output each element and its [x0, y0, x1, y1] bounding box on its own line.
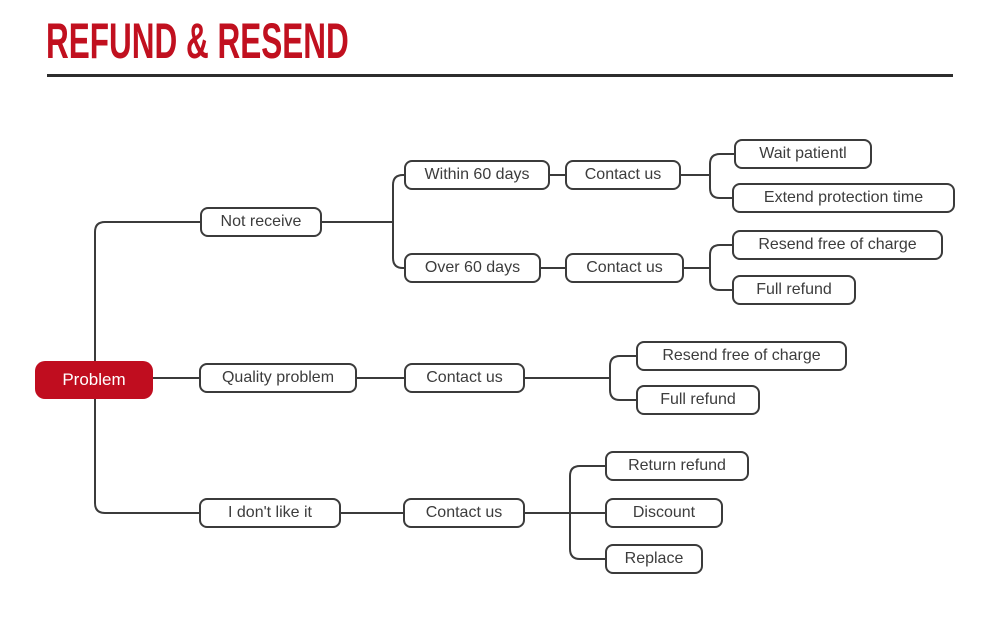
node-full-refund-1: Full refund	[732, 275, 856, 305]
node-full-refund-2: Full refund	[636, 385, 760, 415]
node-contact-us-1: Contact us	[565, 160, 681, 190]
node-resend-free-of-charge-1: Resend free of charge	[732, 230, 943, 260]
node-contact-us-2: Contact us	[565, 253, 684, 283]
node-contact-us-4: Contact us	[403, 498, 525, 528]
node-replace: Replace	[605, 544, 703, 574]
node-discount: Discount	[605, 498, 723, 528]
connector-contact2-resend	[684, 244, 732, 269]
connector-contact1-extend	[709, 175, 732, 199]
page-title-text: REFUND & RESEND	[46, 13, 349, 69]
node-contact-us-3: Contact us	[404, 363, 525, 393]
page-title: REFUND & RESEND	[46, 14, 527, 69]
connector-contact3-fullrefund	[609, 378, 636, 401]
node-wait-patiently: Wait patientl	[734, 139, 872, 169]
node-not-receive: Not receive	[200, 207, 322, 237]
node-problem: Problem	[35, 361, 153, 399]
node-within-60-days: Within 60 days	[404, 160, 550, 190]
connector-contact4-return	[569, 465, 605, 513]
node-return-refund: Return refund	[605, 451, 749, 481]
node-quality-problem: Quality problem	[199, 363, 357, 393]
connector-contact4-replace	[569, 513, 605, 560]
node-i-dont-like-it: I don't like it	[199, 498, 341, 528]
connector-notreceive-over	[392, 222, 405, 269]
node-resend-free-of-charge-2: Resend free of charge	[636, 341, 847, 371]
title-underline	[47, 74, 953, 77]
connector-notreceive-within	[322, 174, 405, 223]
connector-contact2-fullrefund	[709, 268, 732, 291]
connector-contact3-resend	[525, 355, 636, 379]
node-over-60-days: Over 60 days	[404, 253, 541, 283]
node-extend-protection-time: Extend protection time	[732, 183, 955, 213]
connector-contact1-wait	[681, 153, 734, 176]
